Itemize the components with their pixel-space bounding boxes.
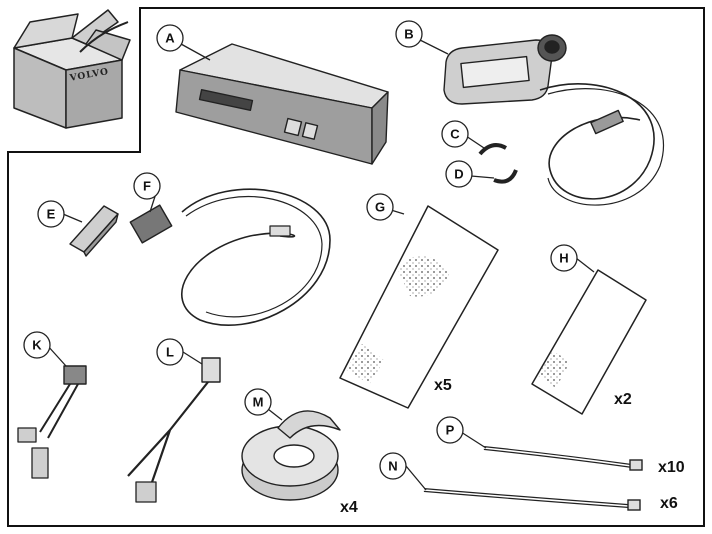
part-callout-b: B	[395, 20, 423, 48]
quantity-g: x5	[434, 377, 452, 394]
part-letter: P	[446, 423, 455, 438]
part-letter: H	[559, 251, 568, 266]
part-callout-p: P	[436, 416, 464, 444]
part-letter: C	[450, 127, 460, 142]
part-callout-l: L	[156, 338, 184, 366]
part-letter: K	[32, 338, 42, 353]
display-unit-illustration	[443, 34, 665, 206]
quantity-p: x10	[658, 459, 685, 476]
part-callout-c: C	[441, 120, 469, 148]
part-callout-h: H	[550, 244, 578, 272]
part-letter: L	[166, 345, 174, 360]
cable-tie-p-illustration	[483, 446, 643, 471]
y-cable-l-illustration	[127, 357, 221, 503]
part-letter: B	[404, 27, 413, 42]
part-letter: M	[253, 395, 264, 410]
adapter-cable-k-illustration	[17, 365, 87, 479]
adhesive-pad-small-illustration	[531, 269, 647, 415]
part-letter: N	[388, 459, 397, 474]
package-box-illustration	[13, 9, 131, 129]
mounting-clip-illustration	[69, 205, 119, 257]
clip-c-illustration	[478, 143, 507, 156]
kit-frame	[7, 7, 705, 527]
cable-harness-f-illustration	[129, 188, 331, 326]
cable-tie-n-illustration	[423, 488, 641, 511]
part-callout-e: E	[37, 200, 65, 228]
clip-d-illustration	[493, 169, 518, 184]
quantity-n: x6	[660, 495, 678, 512]
part-letter: E	[47, 207, 56, 222]
part-letter: D	[454, 167, 463, 182]
part-letter: F	[143, 179, 151, 194]
part-letter: G	[375, 200, 385, 215]
part-callout-k: K	[23, 331, 51, 359]
part-callout-d: D	[445, 160, 473, 188]
quantity-h: x2	[614, 391, 632, 408]
tape-roll-illustration	[241, 410, 341, 501]
part-callout-m: M	[244, 388, 272, 416]
part-callout-n: N	[379, 452, 407, 480]
part-letter: A	[165, 31, 175, 46]
part-callout-f: F	[133, 172, 161, 200]
adhesive-pad-large-illustration	[339, 205, 499, 409]
part-callout-g: G	[366, 193, 394, 221]
control-module-illustration	[175, 43, 389, 165]
quantity-m: x4	[340, 499, 358, 516]
part-callout-a: A	[156, 24, 184, 52]
